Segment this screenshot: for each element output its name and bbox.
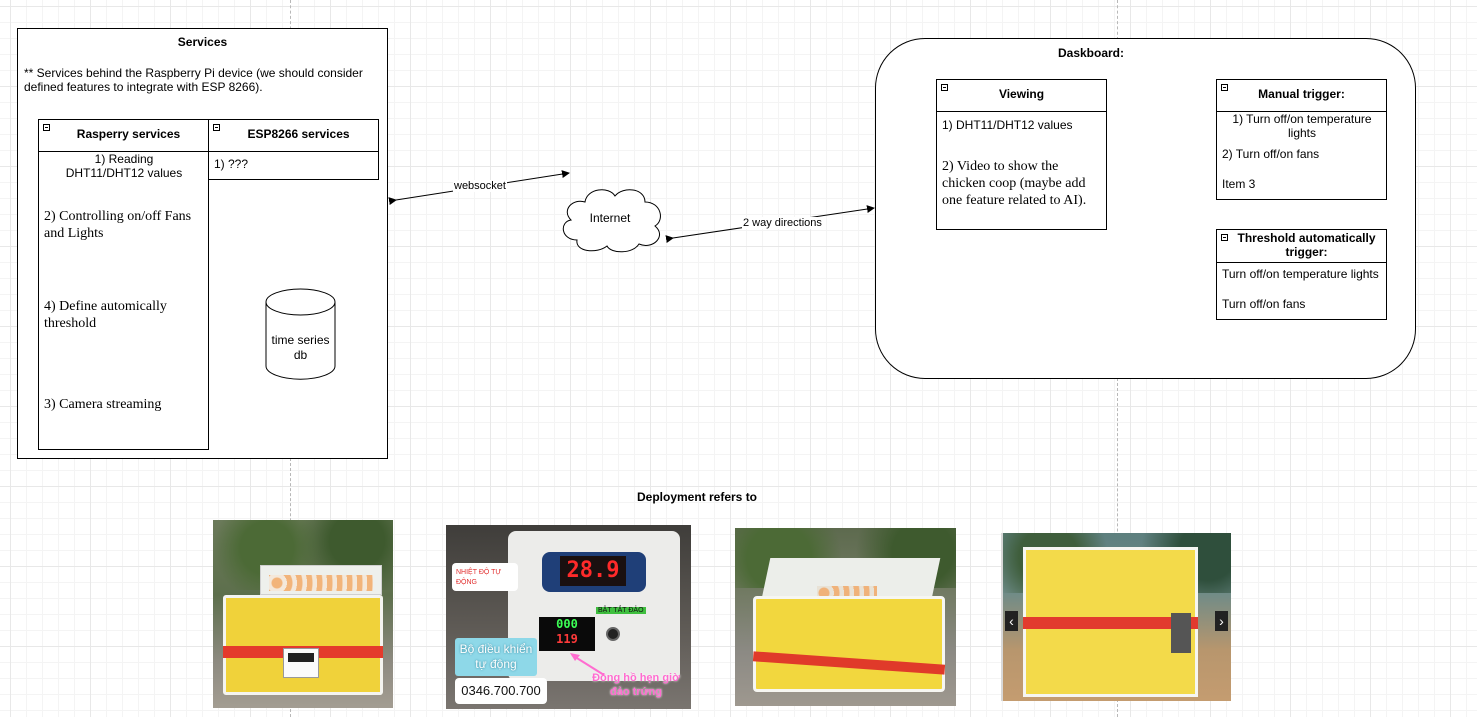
viewing-title: Viewing	[937, 80, 1106, 112]
internet-label: Internet	[589, 211, 631, 225]
carousel-next-button[interactable]: ›	[1215, 611, 1228, 631]
viewing-item-video: 2) Video to show the chicken coop (maybe…	[942, 159, 1087, 208]
collapse-icon[interactable]	[941, 84, 948, 91]
database-cylinder-icon	[265, 288, 336, 380]
raspberry-services-title: Rasperry services	[39, 120, 208, 152]
cloud-icon	[562, 189, 661, 253]
timer-display-bottom: 119	[556, 632, 578, 646]
threshold-item-lights: Turn off/on temperature lights	[1222, 267, 1379, 281]
threshold-trigger-title: Threshold automatically trigger:	[1217, 230, 1386, 263]
viewing-box[interactable]: Viewing 1) DHT11/DHT12 values 2) Video t…	[936, 79, 1107, 230]
phone-number: 0346.700.700	[455, 678, 547, 704]
power-knob	[606, 627, 620, 641]
controller-panel-photo: 28.9 BẬT TẮT ĐẢO 000 119 NHIỆT ĐỘ TỰ ĐỘN…	[446, 525, 691, 709]
services-container[interactable]: Services ** Services behind the Raspberr…	[17, 28, 388, 459]
rasp-item-camera: 3) Camera streaming	[44, 397, 162, 412]
services-description: ** Services behind the Raspberry Pi devi…	[24, 66, 363, 94]
manual-item-3: Item 3	[1222, 177, 1256, 191]
manual-item-lights: 1) Turn off/on temperature lights	[1232, 112, 1372, 140]
pink-arrow-icon	[570, 653, 605, 676]
threshold-item-fans: Turn off/on fans	[1222, 297, 1306, 311]
carousel-prev-button[interactable]: ‹	[1005, 611, 1018, 631]
manual-trigger-title: Manual trigger:	[1217, 80, 1386, 112]
esp8266-services-box[interactable]: ESP8266 services 1) ???	[208, 119, 379, 180]
time-series-db-label: time series db	[271, 333, 330, 362]
threshold-trigger-box[interactable]: Threshold automatically trigger: Turn of…	[1216, 229, 1387, 320]
switch-label: BẬT TẮT ĐẢO	[596, 607, 646, 614]
esp-item-unknown: 1) ???	[214, 157, 249, 171]
raspberry-services-box[interactable]: Rasperry services 1) Reading DHT11/DHT12…	[38, 119, 209, 450]
controller-callout: Bộ điều khiển tự động	[455, 638, 537, 676]
temp-display: 28.9	[560, 556, 626, 586]
websocket-label: websocket	[453, 180, 507, 192]
dashboard-container[interactable]: Daskboard: Viewing 1) DHT11/DHT12 values…	[875, 38, 1416, 379]
dashboard-title: Daskboard:	[1057, 46, 1125, 60]
rasp-item-threshold: 4) Define automically threshold	[44, 299, 167, 331]
collapse-icon[interactable]	[1221, 234, 1228, 241]
internet-cloud[interactable]: Internet	[557, 182, 669, 254]
deployment-title: Deployment refers to	[636, 490, 758, 504]
collapse-icon[interactable]	[43, 124, 50, 131]
rasp-item-reading: 1) Reading DHT11/DHT12 values	[65, 152, 183, 180]
timer-callout: Đồng hồ hẹn giờ đảo trứng	[592, 672, 680, 698]
collapse-icon[interactable]	[1221, 84, 1228, 91]
manual-item-fans: 2) Turn off/on fans	[1222, 147, 1320, 161]
rasp-item-controlling: 2) Controlling on/off Fans and Lights	[44, 209, 192, 241]
incubator-photo-1	[213, 520, 393, 708]
time-series-db[interactable]: time series db	[265, 288, 336, 380]
incubator-photo-3	[735, 528, 956, 706]
timer-display-top: 000	[556, 617, 578, 631]
collapse-icon[interactable]	[213, 124, 220, 131]
manual-trigger-box[interactable]: Manual trigger: 1) Turn off/on temperatu…	[1216, 79, 1387, 200]
services-title: Services	[177, 35, 228, 49]
temp-callout: NHIỆT ĐỘ TỰ ĐỘNG	[452, 563, 518, 591]
two-way-label: 2 way directions	[742, 217, 823, 229]
incubator-photo-4[interactable]: ‹ ›	[1001, 533, 1231, 701]
esp8266-services-title: ESP8266 services	[209, 120, 378, 152]
viewing-item-values: 1) DHT11/DHT12 values	[942, 118, 1073, 132]
